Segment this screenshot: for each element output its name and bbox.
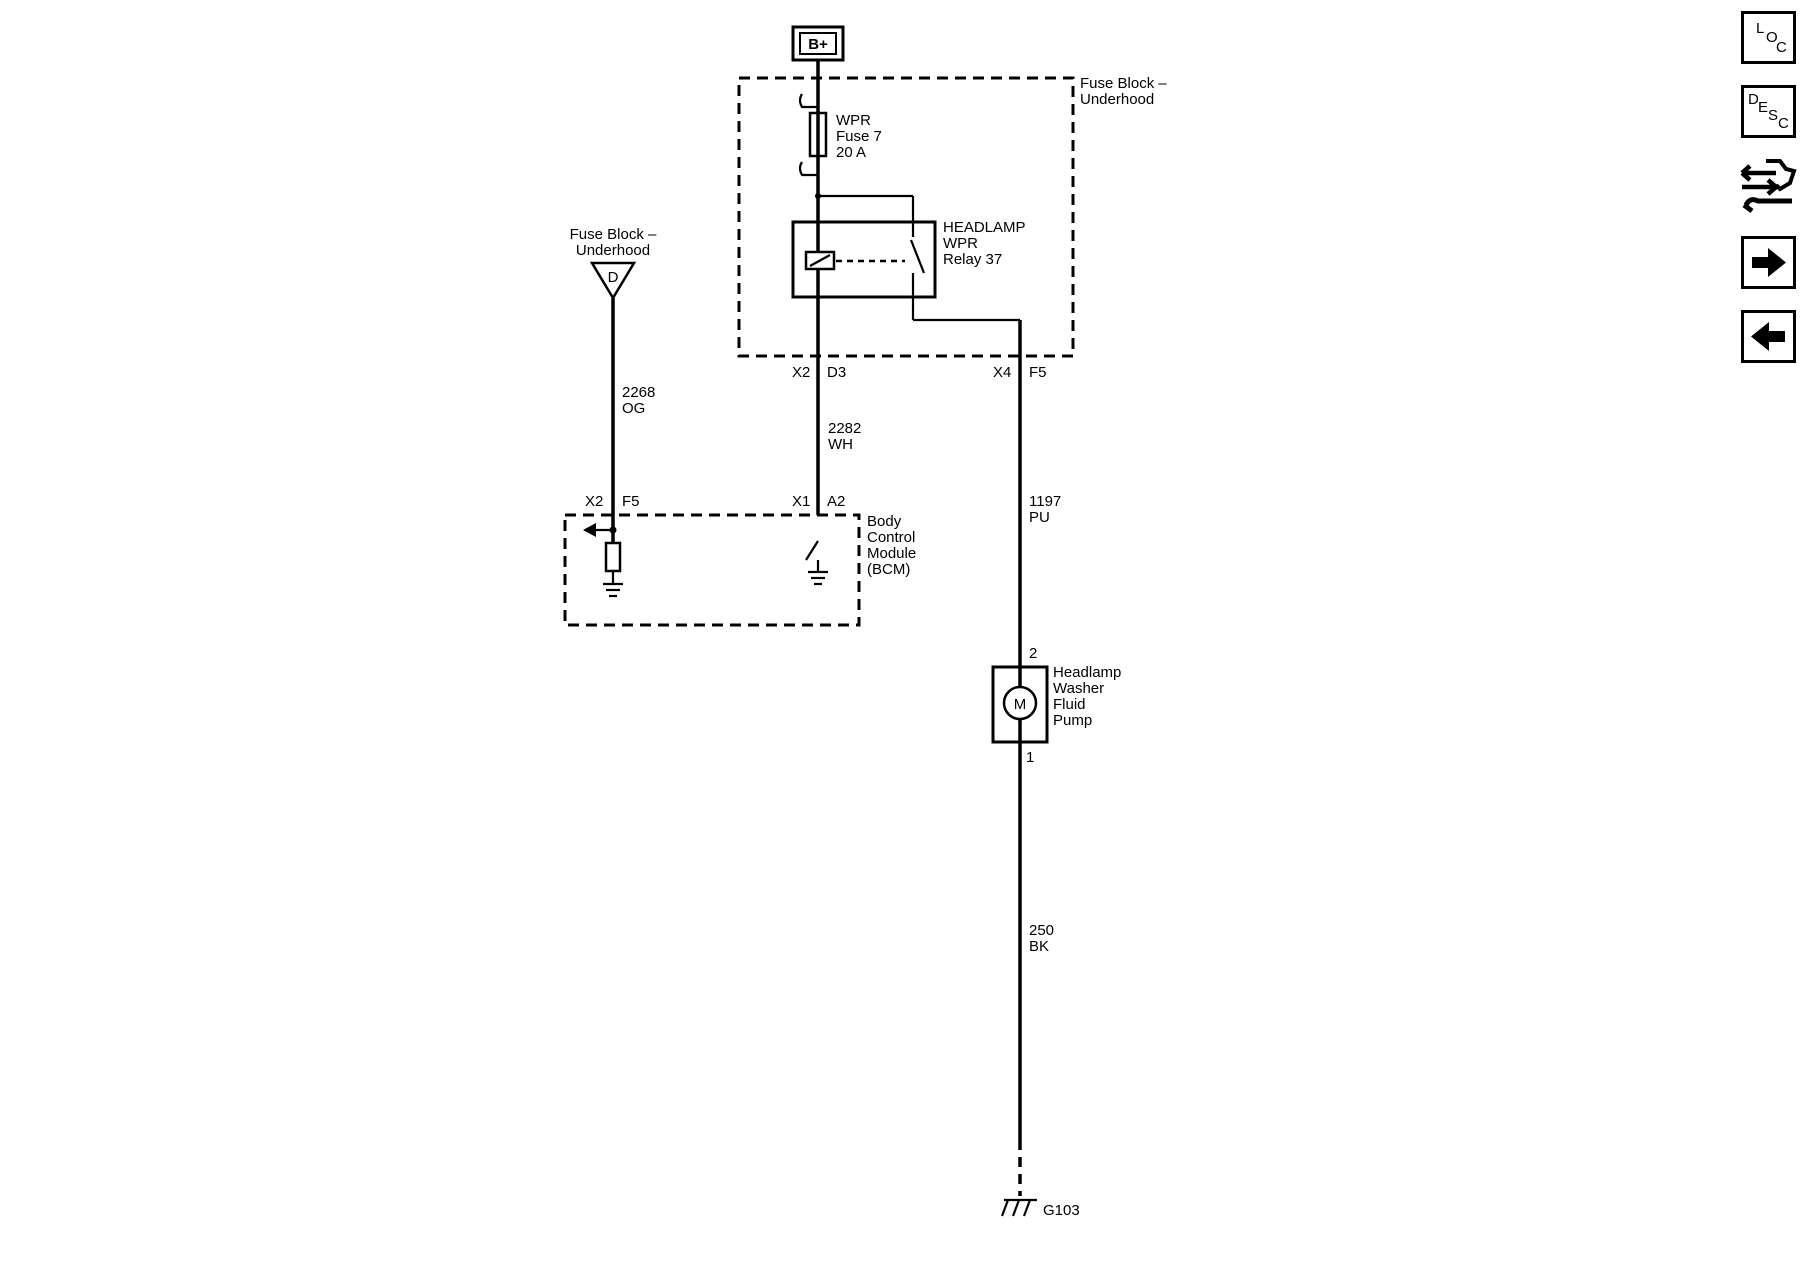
pump-label-3: Fluid [1053,696,1086,713]
fuse-block-left-label-2: Underhood [576,242,650,259]
relay-switch-contact [909,239,926,274]
relay-label-1: HEADLAMP [943,219,1026,236]
desc-s: S [1768,107,1778,124]
wire-250-color: BK [1029,938,1049,955]
pump-motor-symbol: M [1014,696,1027,713]
pump-pin-2: 2 [1029,645,1037,662]
pump-motor-icon [1002,685,1038,721]
arrow-right-icon [1752,248,1786,277]
arrow-left-icon [1751,322,1785,351]
connector-x4: X4 [993,364,1011,381]
bcm-label-3: Module [867,545,916,562]
fuse-block-top-label-2: Underhood [1080,91,1154,108]
fuse-label-3: 20 A [836,144,866,161]
relay-label-2: WPR [943,235,978,252]
wire-2268-circuit: 2268 [622,384,655,401]
pump-label-1: Headlamp [1053,664,1121,681]
loc-c: C [1776,39,1787,56]
fuse-label-2: Fuse 7 [836,128,882,145]
pump-label-4: Pump [1053,712,1092,729]
wiring-diagram: B+ Fuse Block – Underhood WPR Fuse 7 20 … [563,25,1167,1219]
connector-d-label: D [608,269,619,286]
fuse-block-connector-d [589,261,637,301]
chassis-ground-icon [1000,1198,1037,1217]
connector-tool-icon[interactable] [1736,155,1798,217]
bcm-boundary [563,513,861,627]
next-page-button[interactable] [1741,236,1796,289]
ground-g103-label: G103 [1043,1202,1080,1219]
bcm-low-side-switch [805,540,819,561]
desc-d: D [1748,91,1759,108]
connector-f5-top: F5 [1029,364,1047,381]
connector-x2-top: X2 [792,364,810,381]
wire-1197-circuit: 1197 [1029,493,1061,510]
connector-f5-bcm: F5 [622,493,640,510]
pump-pin-1: 1 [1026,749,1034,766]
loc-o: O [1766,29,1778,46]
wire-2282-color: WH [828,436,853,453]
fuse-block-top-label-1: Fuse Block – [1080,75,1167,92]
bcm-input-arrow-icon [583,523,596,537]
wire-2268-color: OG [622,400,645,417]
wire-1197-color: PU [1029,509,1050,526]
headlamp-wpr-relay-37 [791,220,937,299]
fuse-block-left-label-1: Fuse Block – [570,226,657,243]
desc-e: E [1758,99,1768,116]
desc-button[interactable]: D E S C [1741,85,1796,138]
desc-c: C [1778,115,1789,132]
previous-page-button[interactable] [1741,310,1796,363]
battery-positive-source: B+ [791,25,845,62]
bcm-label-4: (BCM) [867,561,910,578]
connector-d3: D3 [827,364,846,381]
connector-x1-bcm: X1 [792,493,810,510]
wire-2282-circuit: 2282 [828,420,861,437]
b-plus-label: B+ [808,36,828,53]
connector-a2-bcm: A2 [827,493,845,510]
pump-label-2: Washer [1053,680,1104,697]
relay-label-3: Relay 37 [943,251,1002,268]
fuse-block-underhood-boundary [737,76,1075,358]
bcm-label-2: Control [867,529,915,546]
loc-button[interactable]: L O C [1741,11,1796,64]
bcm-label-1: Body [867,513,902,530]
fuse-label-1: WPR [836,112,871,129]
wire-250-circuit: 250 [1029,922,1054,939]
loc-l: L [1756,20,1764,37]
bcm-pulldown-resistor [604,541,622,573]
connector-x2-bcm: X2 [585,493,603,510]
